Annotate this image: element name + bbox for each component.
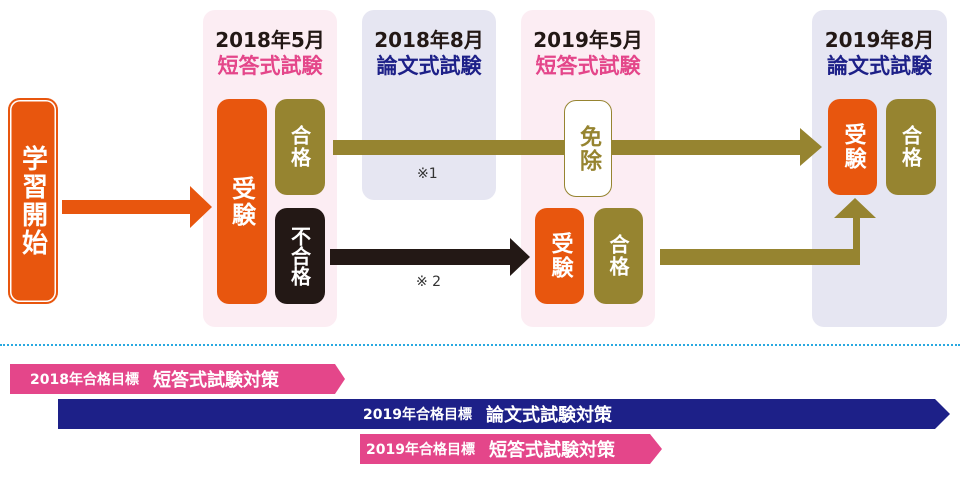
box-label: 合格 — [898, 125, 923, 169]
bar-title: 短答式試験対策 — [488, 440, 615, 461]
timeline-bar-2019-short: 2019年合格目標 短答式試験対策 — [360, 434, 662, 464]
arrow-start-to-exam — [62, 186, 212, 228]
exam-box: 受験 — [535, 208, 584, 304]
study-start-label: 学習開始 — [17, 145, 48, 257]
pass-box: 合格 — [275, 99, 325, 195]
arrow-retry-pass-to-essay — [660, 198, 876, 265]
study-start-box: 学習開始 — [8, 98, 58, 304]
bar-year: 2018年合格目標 — [30, 372, 139, 388]
note-1: ※1 — [417, 166, 438, 182]
box-label: 合格 — [287, 125, 312, 169]
exam-box: 受験 — [828, 99, 877, 195]
bar-year: 2019年合格目標 — [363, 407, 472, 423]
bar-title: 論文式試験対策 — [485, 405, 612, 426]
panel-year: 2019年5月 — [533, 28, 643, 52]
box-label: 受験 — [547, 232, 573, 280]
box-label: 受験 — [840, 123, 866, 171]
panel-exam: 論文式試験 — [376, 54, 482, 78]
bar-title: 短答式試験対策 — [152, 370, 279, 391]
exam-box: 受験 — [217, 99, 267, 304]
panel-exam: 論文式試験 — [827, 54, 932, 78]
timeline-bar-2019-essay: 2019年合格目標 論文式試験対策 — [58, 399, 950, 429]
panel-year: 2018年8月 — [374, 28, 484, 52]
box-label: 免除 — [576, 124, 601, 173]
box-label: 合格 — [606, 234, 630, 278]
note-2: ※ 2 — [416, 274, 442, 290]
pass-box: 合格 — [594, 208, 643, 304]
timeline-bar-2018-short: 2018年合格目標 短答式試験対策 — [10, 364, 345, 394]
bar-year: 2019年合格目標 — [366, 442, 475, 458]
arrow-fail-to-retry — [330, 238, 530, 276]
box-label: 受験 — [227, 175, 256, 228]
panel-year: 2018年5月 — [215, 28, 325, 52]
panel-2018-aug: 2018年8月 論文式試験 — [362, 10, 496, 200]
fail-box: 不合格 — [275, 208, 325, 304]
panel-year: 2019年8月 — [824, 28, 935, 52]
flow-arrows — [62, 128, 876, 276]
panel-exam: 短答式試験 — [535, 54, 641, 78]
box-label: 不合格 — [287, 226, 312, 286]
dotted-divider — [0, 344, 960, 346]
exemption-box: 免除 — [564, 100, 612, 197]
panel-exam: 短答式試験 — [217, 54, 323, 78]
pass-box: 合格 — [886, 99, 936, 195]
